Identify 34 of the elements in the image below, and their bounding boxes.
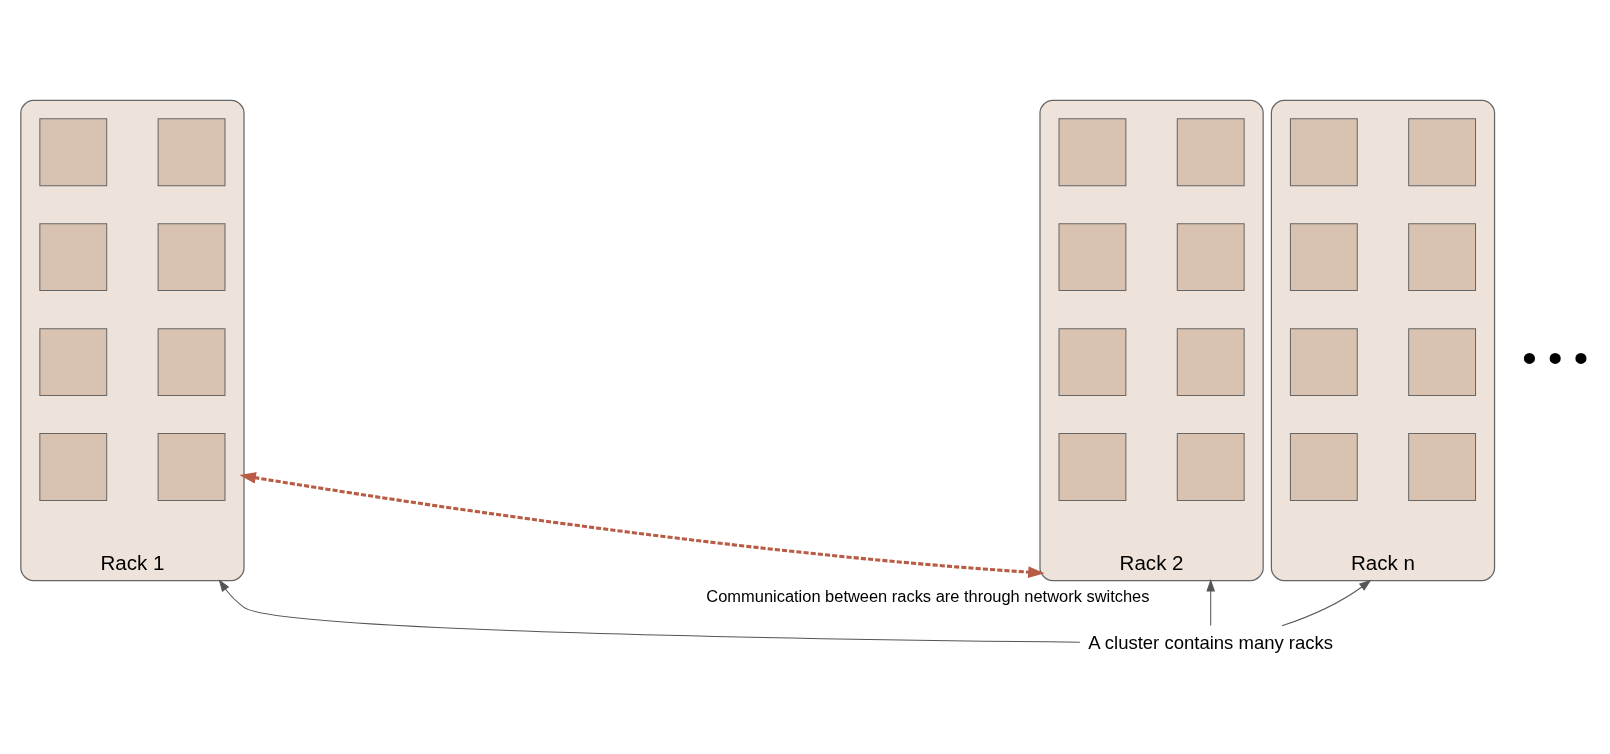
edge-label: Communication between racks are through network switches <box>706 586 1150 605</box>
node-text: A cluster contains many racks <box>1088 631 1334 653</box>
node-box <box>157 432 226 501</box>
node-box <box>39 432 108 501</box>
node-box <box>39 327 108 396</box>
node-box <box>1289 222 1358 291</box>
label: • • • <box>1522 334 1589 381</box>
node-box <box>39 222 108 291</box>
node-box <box>1058 432 1127 501</box>
cluster: Rack 1 <box>20 99 245 581</box>
arrow <box>239 471 1045 578</box>
node-box <box>1408 117 1477 186</box>
node-box <box>157 117 226 186</box>
node-box <box>157 222 226 291</box>
cluster: Rack 2 <box>1039 99 1264 581</box>
arrow <box>218 578 1081 643</box>
node-box <box>1408 432 1477 501</box>
node-box <box>1176 327 1245 396</box>
node-box <box>1176 117 1245 186</box>
node-box <box>1058 222 1127 291</box>
node-box <box>157 327 226 396</box>
node-box <box>1408 327 1477 396</box>
node-box <box>1176 432 1245 501</box>
node-box <box>1289 432 1358 501</box>
node-box <box>1289 117 1358 186</box>
arrow <box>1281 579 1372 626</box>
node-box <box>39 117 108 186</box>
node-box <box>1408 222 1477 291</box>
node-box <box>1058 327 1127 396</box>
node-box <box>1058 117 1127 186</box>
arrow <box>1206 578 1216 626</box>
cluster: Rack n <box>1270 99 1496 581</box>
node-box <box>1176 222 1245 291</box>
node-box <box>1289 327 1358 396</box>
